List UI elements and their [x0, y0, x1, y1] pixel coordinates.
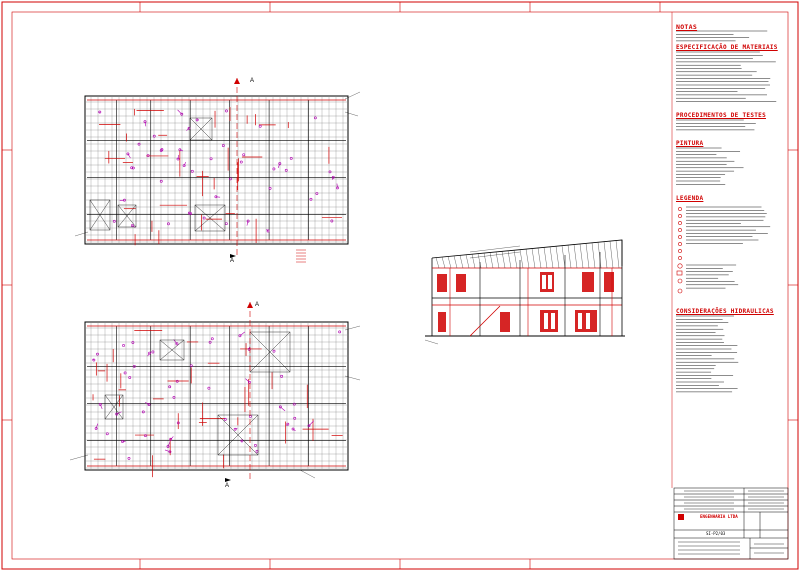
tests-heading: PROCEDIMENTOS DE TESTES — [676, 112, 766, 119]
pintura-heading: PINTURA — [676, 140, 704, 147]
upper-floor-plan — [74, 78, 361, 263]
sheet-code: SI-P2/03 — [706, 531, 726, 536]
section-marker-a-top-bottom: A — [230, 258, 234, 264]
notes-heading: NOTAS — [676, 23, 698, 31]
legend-heading: LEGENDA — [676, 195, 704, 202]
section-marker-a-bottom: A — [225, 483, 229, 489]
lower-floor-plan — [69, 302, 361, 482]
section-marker-a-bottom-top: A — [255, 302, 259, 308]
inner-frame — [11, 11, 789, 560]
hydraulic-heading: CONSIDERAÇÕES HIDRAULICAS — [676, 308, 774, 315]
materials-heading: ESPECIFICAÇÃO DE MATERIAIS — [676, 44, 778, 51]
building-section-view — [424, 239, 625, 345]
section-marker-a-top: A — [250, 78, 254, 84]
notes-column — [671, 12, 777, 488]
company-name: ENGENHARIA LTDA — [700, 514, 738, 519]
legend-symbols — [676, 207, 683, 294]
title-block — [673, 487, 789, 560]
